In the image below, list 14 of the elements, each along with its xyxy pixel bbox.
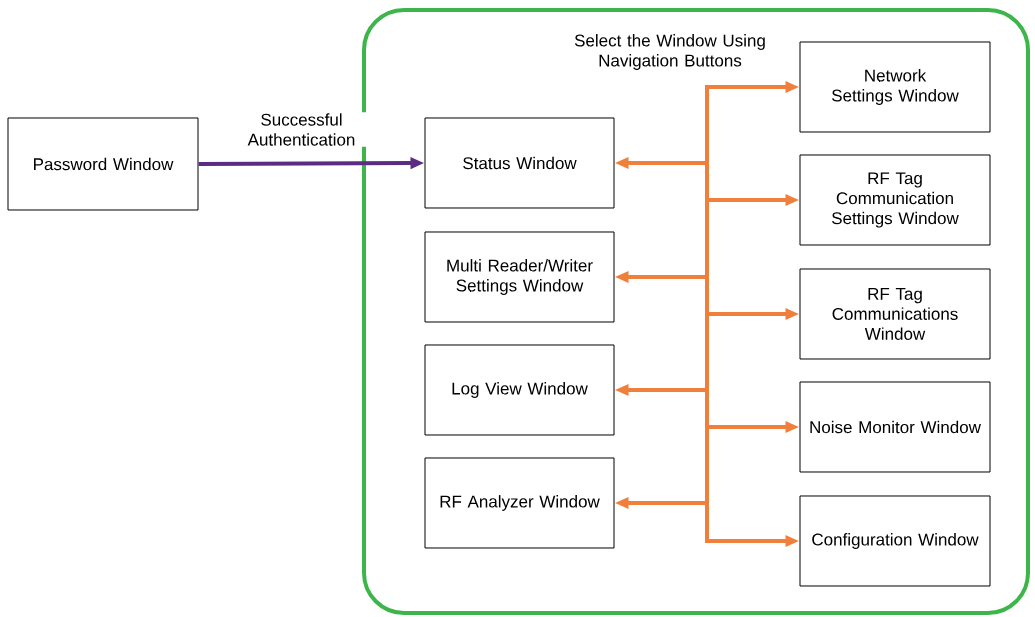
window-box: Status Window <box>424 117 615 209</box>
window-box: Network Settings Window <box>799 41 991 133</box>
window-box: RF Tag Communication Settings Window <box>799 154 991 246</box>
bus-line <box>705 85 709 543</box>
window-box: RF Tag Communications Window <box>799 268 991 360</box>
window-box: Noise Monitor Window <box>799 381 991 473</box>
window-box: Log View Window <box>424 344 615 436</box>
window-box: Password Window <box>7 117 199 211</box>
window-box: Multi Reader/Writer Settings Window <box>424 231 615 323</box>
window-box: RF Analyzer Window <box>424 457 615 549</box>
note-text: Select the Window Using Navigation Buttons <box>574 34 765 70</box>
edge-label: Successful Authentication <box>247 113 355 146</box>
group-frame <box>362 8 1030 615</box>
window-box: Configuration Window <box>799 495 991 587</box>
